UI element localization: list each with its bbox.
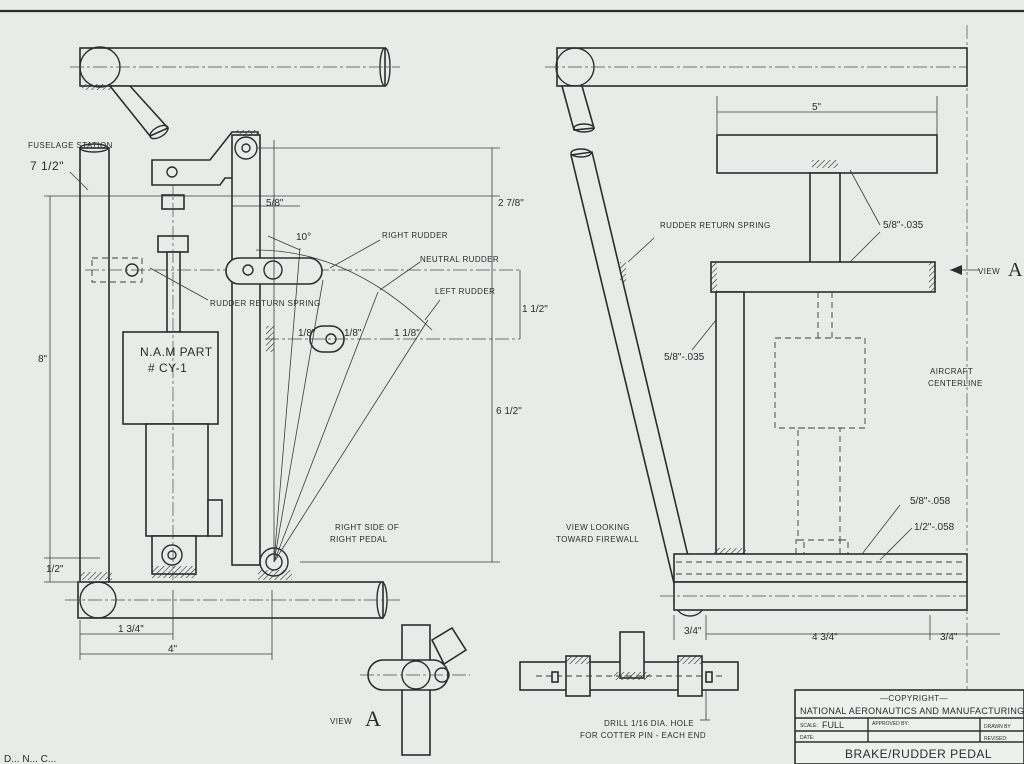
dim-1-3-4: 1 3/4" bbox=[118, 624, 144, 635]
bottom-left-text: D... N... C... bbox=[4, 754, 56, 764]
front-view-labels: 5" 5/8"-.035 RUDDER RETURN SPRING 5/8"-.… bbox=[556, 102, 1023, 643]
dim-5-8: 5/8" bbox=[266, 198, 284, 209]
fuselage-station-value: 7 1/2" bbox=[30, 159, 64, 173]
dim-3-4-right: 3/4" bbox=[940, 632, 958, 643]
front-view bbox=[545, 47, 1000, 640]
company-name: NATIONAL AERONAUTICS AND MANUFACTURING C… bbox=[800, 706, 1024, 716]
date-label: DATE: bbox=[800, 735, 814, 741]
right-rudder-label: RIGHT RUDDER bbox=[382, 231, 448, 240]
view-looking-line2: TOWARD FIREWALL bbox=[556, 535, 639, 544]
dim-2-7-8: 2 7/8" bbox=[498, 198, 524, 209]
side-view bbox=[44, 46, 521, 660]
drawing-title: BRAKE/RUDDER PEDAL bbox=[845, 747, 992, 761]
dim-1-2-058: 1/2"-.058 bbox=[914, 522, 955, 533]
dim-10-deg: 10° bbox=[296, 232, 311, 243]
dim-3-4-left: 3/4" bbox=[684, 626, 702, 637]
dim-8: 8" bbox=[38, 354, 48, 365]
dim-half: 1/2" bbox=[46, 564, 64, 575]
copyright-label: —COPYRIGHT— bbox=[880, 694, 948, 703]
dim-5-8-035-top: 5/8"-.035 bbox=[883, 220, 924, 231]
drill-line1: DRILL 1/16 DIA. HOLE bbox=[604, 719, 694, 728]
dim-5: 5" bbox=[812, 102, 822, 113]
rudder-return-spring-label: RUDDER RETURN SPRING bbox=[210, 299, 321, 308]
view-looking-line1: VIEW LOOKING bbox=[566, 523, 630, 532]
side-view-labels: FUSELAGE STATION 7 1/2" RUDDER RETURN SP… bbox=[28, 141, 548, 655]
view-a-detail: VIEW A bbox=[330, 624, 470, 756]
pin-detail: DRILL 1/16 DIA. HOLE FOR COTTER PIN - EA… bbox=[519, 631, 739, 740]
view-a-bottom-label: VIEW bbox=[330, 717, 352, 726]
neutral-rudder-label: NEUTRAL RUDDER bbox=[420, 255, 499, 264]
rudder-return-spring-right-label: RUDDER RETURN SPRING bbox=[660, 221, 771, 230]
view-a-right-letter: A bbox=[1008, 259, 1023, 281]
scale-label: SCALE: bbox=[800, 723, 818, 729]
aircraft-centerline-line2: CENTERLINE bbox=[928, 379, 983, 388]
right-side-line1: RIGHT SIDE OF bbox=[335, 523, 399, 532]
dim-1-1-2: 1 1/2" bbox=[522, 304, 548, 315]
nam-part-line2: # CY-1 bbox=[148, 361, 187, 375]
view-a-bottom-letter: A bbox=[365, 706, 381, 731]
right-side-line2: RIGHT PEDAL bbox=[330, 535, 388, 544]
scale-value: FULL bbox=[822, 720, 844, 730]
dim-6-1-2: 6 1/2" bbox=[496, 406, 522, 417]
left-rudder-label: LEFT RUDDER bbox=[435, 287, 495, 296]
dim-4-3-4: 4 3/4" bbox=[812, 632, 838, 643]
view-a-right-label: VIEW bbox=[978, 267, 1000, 276]
dim-4: 4" bbox=[168, 644, 178, 655]
sheet-border bbox=[0, 9, 1024, 764]
fuselage-station-label: FUSELAGE STATION bbox=[28, 141, 113, 150]
drill-line2: FOR COTTER PIN - EACH END bbox=[580, 731, 706, 740]
approved-label: APPROVED BY: bbox=[872, 721, 909, 727]
title-block: —COPYRIGHT— NATIONAL AERONAUTICS AND MAN… bbox=[794, 689, 1024, 764]
dim-5-8-058: 5/8"-.058 bbox=[910, 496, 951, 507]
dim-5-8-035-side: 5/8"-.035 bbox=[664, 352, 705, 363]
dim-1-8-b: 1/8" bbox=[344, 328, 362, 339]
dim-1-8-a: 1/8" bbox=[298, 328, 316, 339]
drawn-label: DRAWN BY bbox=[984, 724, 1011, 730]
revised-label: REVISED: bbox=[984, 736, 1007, 742]
dim-1-1-8: 1 1/8" bbox=[394, 328, 420, 339]
aircraft-centerline-line1: AIRCRAFT bbox=[930, 367, 973, 376]
nam-part-line1: N.A.M PART bbox=[140, 345, 213, 359]
